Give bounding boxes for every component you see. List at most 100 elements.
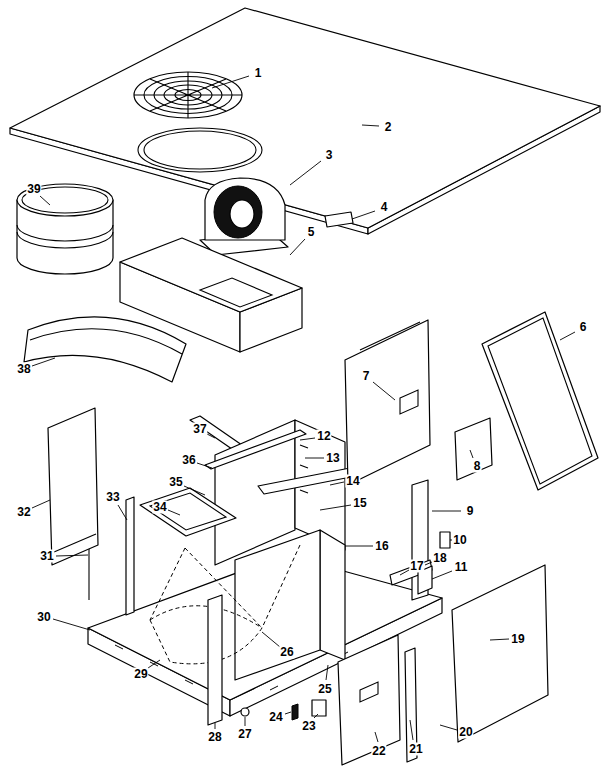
tray-inner bbox=[150, 493, 226, 530]
frame-inner bbox=[488, 318, 592, 484]
rail bbox=[205, 430, 306, 469]
callout-number: 6 bbox=[579, 321, 588, 334]
tray bbox=[140, 488, 236, 536]
callout-number: 20 bbox=[458, 726, 473, 739]
leader-line bbox=[432, 511, 461, 512]
leader-line bbox=[352, 211, 375, 219]
wall-holes bbox=[300, 445, 308, 493]
curved-panel bbox=[24, 317, 186, 382]
leader-line bbox=[184, 486, 205, 495]
bracket bbox=[325, 212, 353, 227]
callout-number: 22 bbox=[371, 745, 386, 758]
callout-number: 39 bbox=[26, 183, 41, 196]
callout-number: 37 bbox=[192, 423, 207, 436]
callout-number: 10 bbox=[452, 534, 467, 547]
leader-line bbox=[373, 382, 395, 400]
clip bbox=[440, 532, 450, 548]
callout-number: 16 bbox=[374, 540, 389, 553]
side-panel bbox=[48, 408, 98, 565]
panel-top bbox=[10, 8, 600, 228]
leader-line bbox=[56, 555, 88, 556]
corner-post bbox=[126, 497, 134, 615]
leader-line bbox=[168, 510, 180, 515]
door-cutout bbox=[360, 682, 378, 702]
front-panel bbox=[452, 565, 548, 742]
fan-ring bbox=[138, 128, 262, 172]
clip bbox=[292, 704, 298, 720]
leader-line bbox=[400, 570, 409, 575]
blower-inlet bbox=[214, 186, 262, 238]
leader-line bbox=[375, 732, 378, 742]
callout-number: 18 bbox=[432, 552, 447, 565]
fan-grille bbox=[134, 72, 262, 172]
callout-number: 34 bbox=[152, 501, 167, 514]
leader-line bbox=[197, 463, 212, 468]
leader-line bbox=[320, 505, 351, 510]
callout-number: 38 bbox=[16, 363, 31, 376]
leader-line bbox=[362, 125, 379, 126]
leader-line bbox=[215, 723, 216, 729]
callout-number: 23 bbox=[301, 720, 316, 733]
callout-number: 2 bbox=[384, 121, 393, 134]
deck-opening bbox=[200, 278, 272, 307]
callout-number: 17 bbox=[409, 560, 424, 573]
cover-plate bbox=[455, 418, 492, 480]
top-panel bbox=[10, 8, 600, 234]
leader-line bbox=[32, 358, 55, 366]
compartment-side bbox=[320, 530, 345, 660]
panel-lip bbox=[54, 534, 96, 552]
plate bbox=[312, 700, 326, 716]
callout-number: 32 bbox=[16, 506, 31, 519]
callout-number: 25 bbox=[317, 683, 332, 696]
leader-line bbox=[345, 546, 373, 547]
leader-line bbox=[212, 76, 249, 88]
ring-seam bbox=[17, 225, 113, 248]
callout-number: 35 bbox=[168, 476, 183, 489]
callout-number: 13 bbox=[325, 452, 340, 465]
callout-number: 19 bbox=[510, 633, 525, 646]
deck-top bbox=[120, 238, 302, 312]
filter-frame bbox=[482, 312, 598, 490]
callout-number: 8 bbox=[473, 460, 482, 473]
callout-number: 31 bbox=[39, 550, 54, 563]
callout-number: 3 bbox=[325, 149, 334, 162]
leader-line bbox=[262, 632, 280, 647]
blower-wheel bbox=[230, 200, 254, 228]
callout-number: 21 bbox=[408, 743, 423, 756]
leader-line bbox=[470, 450, 473, 458]
blower-housing bbox=[205, 178, 285, 240]
leader-line bbox=[245, 717, 246, 726]
leader-line bbox=[440, 725, 457, 730]
frame-outer bbox=[482, 312, 598, 490]
door-panel bbox=[338, 635, 400, 765]
hidden-lines bbox=[150, 545, 300, 628]
leader-line bbox=[560, 332, 575, 340]
leader-line bbox=[285, 712, 291, 714]
blower bbox=[200, 178, 288, 255]
heat-exchanger bbox=[150, 606, 262, 664]
panel-fold bbox=[30, 329, 182, 354]
leader-line bbox=[314, 714, 318, 718]
callout-number: 4 bbox=[380, 201, 389, 214]
access-panel bbox=[345, 320, 430, 485]
callout-number: 24 bbox=[268, 711, 283, 724]
leader-line bbox=[290, 161, 321, 185]
grille-ring bbox=[134, 72, 242, 118]
callout-number: 11 bbox=[454, 561, 469, 574]
callout-number: 28 bbox=[207, 731, 222, 744]
callout-number: 30 bbox=[36, 611, 51, 624]
leader-line bbox=[326, 665, 328, 680]
leader-line bbox=[490, 639, 509, 640]
leader-line bbox=[410, 720, 413, 740]
callout-number: 5 bbox=[307, 226, 316, 239]
callout-number: 29 bbox=[133, 668, 148, 681]
callout-number: 36 bbox=[181, 454, 196, 467]
leader-line bbox=[290, 239, 305, 255]
leader-line bbox=[118, 505, 127, 520]
callout-number: 14 bbox=[345, 475, 360, 488]
leader-line bbox=[32, 500, 50, 508]
callout-number: 7 bbox=[362, 370, 371, 383]
leader-line bbox=[330, 482, 344, 485]
callout-number: 9 bbox=[466, 505, 475, 518]
